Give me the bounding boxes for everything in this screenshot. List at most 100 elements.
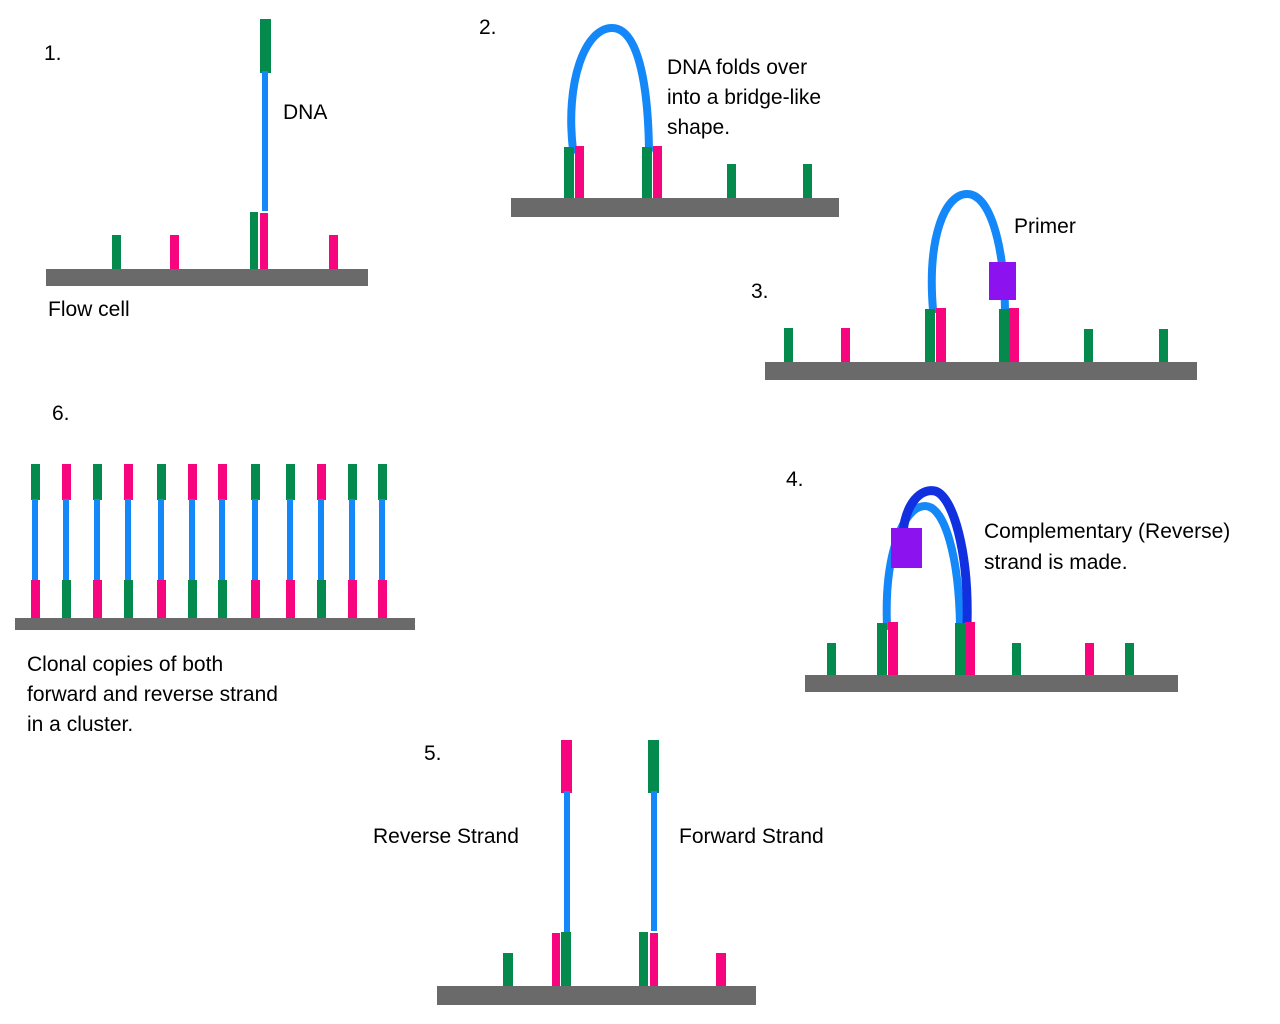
forward-strand-label: Forward Strand — [679, 825, 824, 848]
oligo-green — [1125, 643, 1134, 675]
step-1-number: 1. — [44, 42, 62, 65]
cluster-strand-blue — [125, 499, 131, 581]
oligo-green — [564, 147, 574, 199]
cluster-strand-blue — [252, 499, 258, 581]
cluster-strand-blue — [349, 499, 355, 581]
oligo-green — [1012, 643, 1021, 675]
cluster-strand-bottom-green — [124, 580, 133, 621]
step-4-caption-line2: strand is made. — [984, 551, 1128, 574]
cluster-strand-top-green — [93, 464, 102, 500]
oligo-pink — [965, 622, 975, 675]
cluster-strand-top-pink — [188, 464, 197, 500]
oligo-green — [955, 623, 965, 675]
oligo-pink-outlined — [648, 931, 660, 990]
primer-label: Primer — [1014, 215, 1076, 238]
step-2-caption-line2: into a bridge-like — [667, 86, 822, 109]
oligo-green — [727, 164, 736, 199]
oligo-pink — [888, 622, 898, 675]
primer-block — [989, 262, 1016, 300]
cluster-strand-blue — [219, 499, 225, 581]
template-strand-arch-icon — [882, 501, 964, 630]
oligo-pink — [1009, 308, 1019, 362]
cluster-strand-top-green — [348, 464, 357, 500]
oligo-green — [642, 147, 652, 199]
cluster-strand-top-pink — [317, 464, 326, 500]
oligo-green — [877, 623, 887, 675]
cluster-strand-bottom-green — [62, 580, 71, 621]
cluster-strand-top-green — [251, 464, 260, 500]
oligo-green — [803, 164, 812, 199]
dna-bridge-arch-icon — [927, 189, 1009, 313]
oligo-pink — [329, 235, 338, 269]
oligo-green — [925, 309, 935, 362]
step-6-caption-line1: Clonal copies of both — [27, 653, 224, 676]
cluster-strand-blue — [189, 499, 195, 581]
cluster-strand-blue — [63, 499, 69, 581]
cluster-strand-top-green — [378, 464, 387, 500]
oligo-green — [784, 328, 793, 362]
flow-cell-bar — [765, 362, 1197, 380]
cluster-strand-bottom-green — [188, 580, 197, 621]
cluster-strand-bottom-pink — [251, 580, 260, 621]
step-5-number: 5. — [424, 742, 442, 765]
oligo-green — [250, 212, 259, 269]
oligo-pink — [1085, 643, 1094, 675]
oligo-green — [1084, 329, 1093, 362]
cluster-strand-bottom-pink — [378, 580, 387, 621]
step-2-caption-line1: DNA folds over — [667, 56, 808, 79]
oligo-green — [999, 309, 1009, 362]
cluster-strand-top-green — [286, 464, 295, 500]
cluster-strand-blue — [287, 499, 293, 581]
reverse-strand-label: Reverse Strand — [373, 825, 519, 848]
cluster-strand-top-pink — [62, 464, 71, 500]
step-2-caption-line3: shape. — [667, 116, 731, 139]
step-4-number: 4. — [786, 468, 804, 491]
oligo-pink — [170, 235, 179, 269]
oligo-green — [827, 643, 836, 675]
step-6-caption-line2: forward and reverse strand — [27, 683, 278, 706]
cluster-strand-top-green — [31, 464, 40, 500]
step-2-number: 2. — [479, 16, 497, 39]
cluster-strand-top-green — [157, 464, 166, 500]
cluster-strand-bottom-pink — [93, 580, 102, 621]
cluster-strand-bottom-green — [317, 580, 326, 621]
cluster-strand-blue — [32, 499, 38, 581]
flow-cell-label: Flow cell — [48, 298, 130, 321]
oligo-pink — [716, 953, 726, 987]
oligo-pink — [936, 308, 946, 362]
oligo-green — [639, 932, 649, 987]
oligo-green — [1159, 329, 1168, 362]
primer-block — [891, 528, 922, 568]
flow-cell-bar — [46, 269, 368, 286]
dna-label: DNA — [283, 101, 328, 124]
oligo-pink-outlined — [258, 211, 270, 271]
reverse-strand-top-pink — [561, 740, 572, 793]
forward-strand-top-green — [648, 740, 659, 793]
reverse-strand-blue — [564, 791, 570, 933]
flow-cell-bar — [437, 986, 756, 1005]
cluster-strand-blue — [94, 499, 100, 581]
cluster-strand-bottom-pink — [286, 580, 295, 621]
dna-bridge-arch-icon — [567, 23, 653, 154]
step-6-caption-line3: in a cluster. — [27, 713, 134, 736]
oligo-green — [112, 235, 121, 269]
cluster-strand-blue — [318, 499, 324, 581]
cluster-strand-blue — [158, 499, 164, 581]
cluster-strand-bottom-green — [218, 580, 227, 621]
oligo-green — [561, 932, 571, 987]
cluster-strand-bottom-pink — [157, 580, 166, 621]
cluster-strand-top-pink — [218, 464, 227, 500]
reverse-strand-arch-icon — [898, 486, 972, 628]
cluster-strand-bottom-pink — [31, 580, 40, 621]
step-3-number: 3. — [751, 280, 769, 303]
cluster-strand-top-pink — [124, 464, 133, 500]
cluster-strand-blue — [379, 499, 385, 581]
dna-top-adapter-green — [260, 19, 271, 73]
dna-strand-blue — [262, 71, 268, 213]
flow-cell-bar — [805, 675, 1178, 692]
flow-cell-bar — [15, 618, 415, 630]
forward-strand-blue — [651, 791, 657, 933]
oligo-pink — [575, 146, 584, 199]
flow-cell-bar — [511, 198, 839, 217]
